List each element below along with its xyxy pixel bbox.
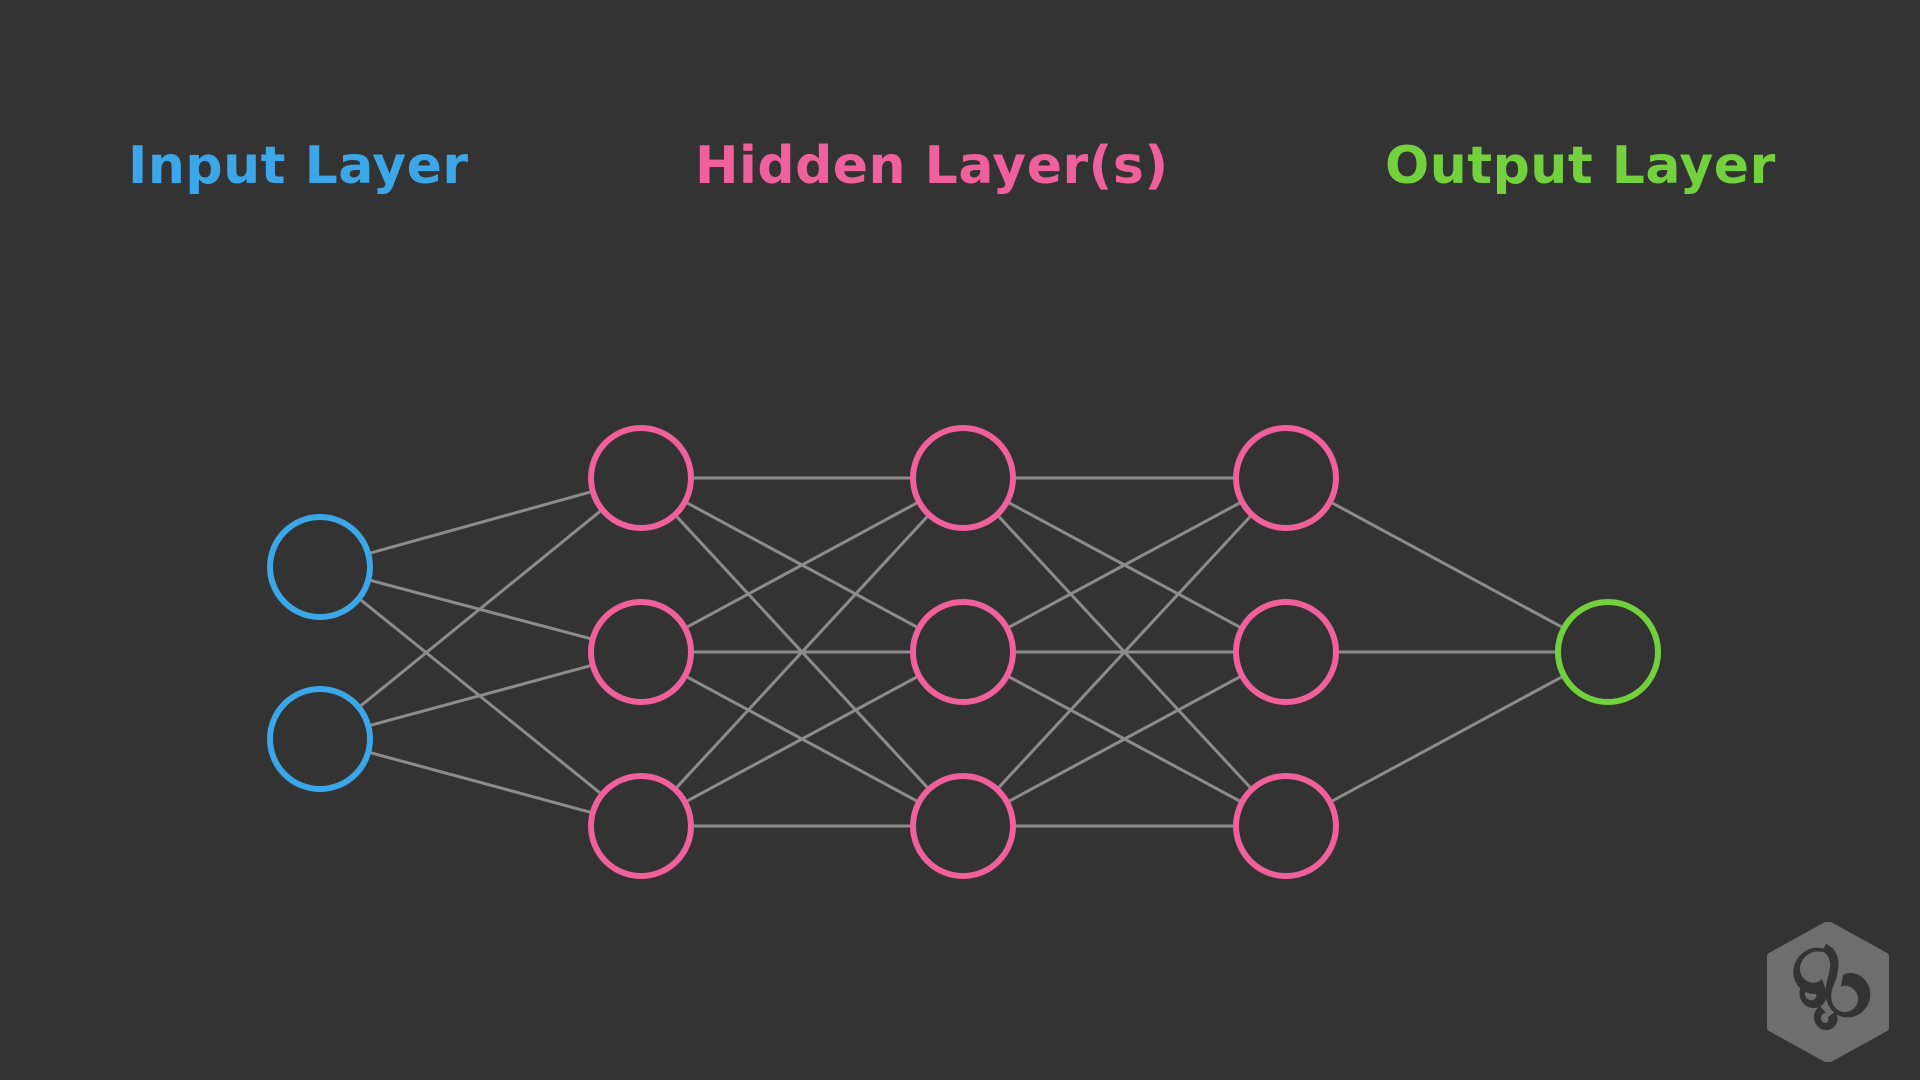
hexagon-neuron-logo-icon xyxy=(1767,922,1889,1062)
connection-edge xyxy=(683,674,921,804)
neuron-node-h2-2[interactable] xyxy=(910,599,1016,705)
neuron-node-h3-1[interactable] xyxy=(1233,425,1339,531)
connection-edge xyxy=(1328,500,1566,630)
connection-edge xyxy=(366,663,595,728)
connection-edges xyxy=(357,476,1566,828)
neuron-node-h1-2[interactable] xyxy=(588,599,694,705)
neuron-nodes xyxy=(267,425,1661,879)
connection-edge xyxy=(357,508,604,709)
neuron-node-o1[interactable] xyxy=(1555,599,1661,705)
connection-edge xyxy=(366,489,595,556)
hidden-layer-title: Hidden Layer(s) xyxy=(695,136,1169,196)
connection-edge xyxy=(1005,674,1244,804)
neuron-node-h2-1[interactable] xyxy=(910,425,1016,531)
connection-edge xyxy=(683,500,921,630)
connection-edge xyxy=(1328,674,1566,804)
connection-edge xyxy=(673,513,931,791)
neuron-node-h1-1[interactable] xyxy=(588,425,694,531)
neuron-node-h1-3[interactable] xyxy=(588,773,694,879)
input-layer-title: Input Layer xyxy=(128,136,469,196)
connection-edge xyxy=(995,513,1254,791)
connection-edge xyxy=(366,750,595,815)
neuron-node-i1[interactable] xyxy=(267,514,373,620)
neuron-node-h2-3[interactable] xyxy=(910,773,1016,879)
neuron-node-h3-2[interactable] xyxy=(1233,599,1339,705)
output-layer-title: Output Layer xyxy=(1385,136,1776,196)
neuron-node-i2[interactable] xyxy=(267,686,373,792)
connection-edge xyxy=(1005,500,1244,630)
neuron-node-h3-3[interactable] xyxy=(1233,773,1339,879)
